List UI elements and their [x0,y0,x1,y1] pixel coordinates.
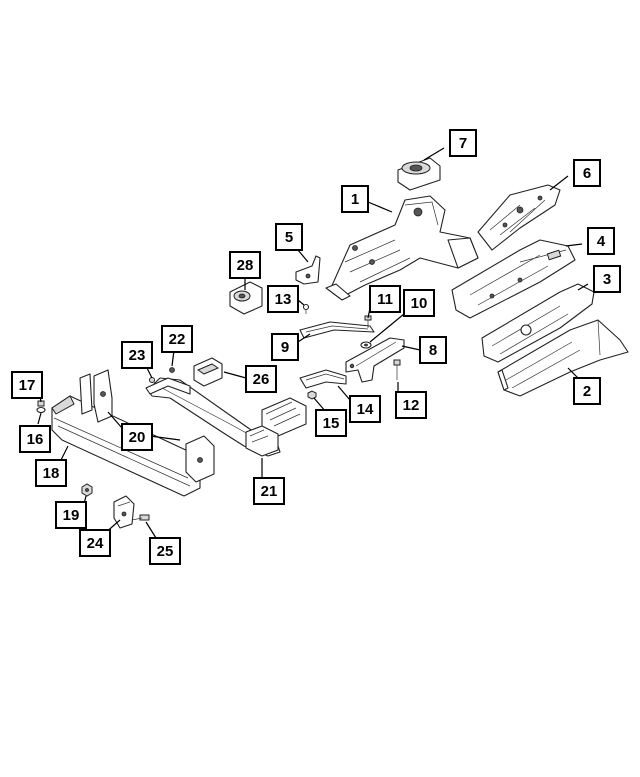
callout-3: 3 [593,265,621,293]
svg-text:20: 20 [129,429,146,446]
washer-bolt-part [36,400,46,414]
svg-text:6: 6 [583,165,591,182]
callout-20: 20 [121,423,153,451]
svg-text:15: 15 [323,415,340,432]
svg-text:14: 14 [357,401,374,418]
callout-8: 8 [419,336,447,364]
svg-text:7: 7 [459,135,467,152]
svg-text:26: 26 [253,371,270,388]
svg-text:21: 21 [261,483,278,500]
absorber-mount-blocks-part [193,357,307,437]
svg-text:19: 19 [63,507,80,524]
strut-tower-cap-part [397,157,441,191]
svg-text:11: 11 [377,291,393,308]
callout-10: 10 [403,289,435,317]
callout-25: 25 [149,537,181,565]
lower-rail-extension-part [481,283,595,363]
svg-text:2: 2 [583,383,591,400]
long-bolt-part [393,359,401,380]
svg-text:25: 25 [157,543,174,560]
tow-hook-bracket-part [113,495,135,529]
svg-text:1: 1 [351,191,359,208]
callout-23: 23 [121,341,153,369]
support-arm-part [345,337,405,383]
callout-2: 2 [573,377,601,405]
callout-13: 13 [267,285,299,313]
callout-12: 12 [395,391,427,419]
callout-18: 18 [35,459,67,487]
svg-text:4: 4 [597,233,606,250]
pin-fastener-part [302,303,310,314]
front-frame-rail-assembly-part [325,195,479,301]
callout-22: 22 [161,325,193,353]
beam-end-bracket-part [93,369,215,483]
nut-part-22 [169,367,175,373]
mounting-bracket-part [295,255,321,285]
leader-lines [37,147,589,539]
callout-16: 16 [19,425,51,453]
svg-text:8: 8 [429,342,437,359]
svg-text:13: 13 [275,291,292,308]
rail-bracket-part [299,369,347,389]
washer-part-10 [360,341,372,349]
svg-text:24: 24 [87,535,104,552]
svg-text:23: 23 [129,347,146,364]
bolt-part-25 [131,514,150,521]
callout-11: 11 [369,285,401,313]
callout-6: 6 [573,159,601,187]
callout-5: 5 [275,223,303,251]
upper-rail-reinforcement-part [451,239,576,319]
svg-text:9: 9 [281,339,289,356]
svg-text:16: 16 [27,431,44,448]
callout-19: 19 [55,501,87,529]
svg-text:18: 18 [43,465,60,482]
isolator-mount-part [229,281,263,315]
callout-14: 14 [349,395,381,423]
nut-part-15 [307,390,317,400]
svg-text:10: 10 [411,295,428,312]
svg-text:22: 22 [169,331,186,348]
callout-21: 21 [253,477,285,505]
callout-1: 1 [341,185,369,213]
svg-text:5: 5 [285,229,293,246]
callout-24: 24 [79,529,111,557]
callout-26: 26 [245,365,277,393]
svg-text:17: 17 [19,377,36,394]
callout-4: 4 [587,227,615,255]
cross-brace-strip-part [299,321,375,339]
rear-frame-rail-section-part [497,319,629,397]
inner-rail-panel-part [477,184,561,251]
svg-text:12: 12 [403,397,420,414]
callout-15: 15 [315,409,347,437]
svg-text:3: 3 [603,271,611,288]
callout-17: 17 [11,371,43,399]
hex-nut-part [81,483,93,497]
callout-9: 9 [271,333,299,361]
callout-28: 28 [229,251,261,279]
svg-text:28: 28 [237,257,254,274]
energy-absorber-bar-part [145,377,281,457]
callout-7: 7 [449,129,477,157]
